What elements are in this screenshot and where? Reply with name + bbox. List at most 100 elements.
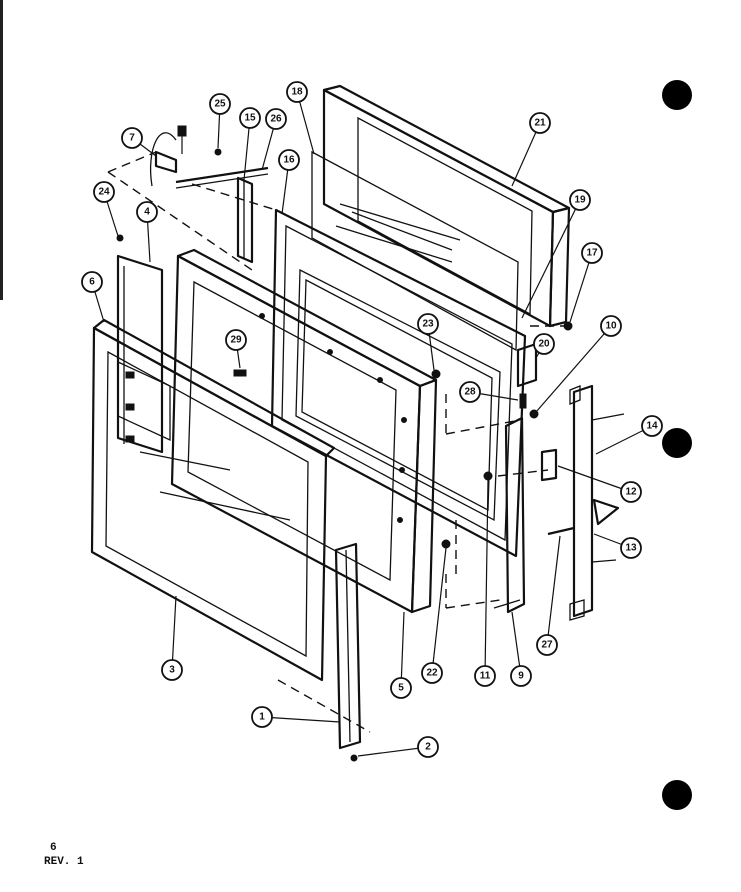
callout-circle [536,634,558,656]
callout-5: 5 [390,677,412,699]
callout-6: 6 [81,271,103,293]
callout-circle [121,127,143,149]
callout-label: 21 [534,118,546,129]
part-7-hinge-clip [150,125,187,187]
callout-7: 7 [121,127,143,149]
alignment-lines [107,151,566,733]
callout-circle [161,659,183,681]
callout-circle [581,242,603,264]
callout-3: 3 [161,659,183,681]
part-5-inner-frame [170,248,438,614]
callout-circle [620,537,642,559]
callout-9: 9 [510,665,532,687]
part-19-screen-frame [270,208,527,558]
binder-hole-middle [662,428,692,458]
callout-label: 13 [625,543,637,554]
callout-circle [239,107,261,129]
callout-14: 14 [641,415,663,437]
binder-hole-top [662,80,692,110]
callout-circle [209,93,231,115]
callout-18: 18 [286,81,308,103]
callout-circle [620,481,642,503]
callout-16: 16 [278,149,300,171]
callout-22: 22 [421,662,443,684]
callout-label: 18 [291,87,303,98]
callout-26: 26 [265,108,287,130]
callout-20: 20 [533,333,555,355]
callout-23: 23 [417,313,439,335]
callout-circle [81,271,103,293]
callout-28: 28 [459,381,481,403]
callout-circle [251,706,273,728]
callout-label: 17 [586,248,598,259]
part-3-front-frame [90,318,336,682]
callout-19: 19 [569,189,591,211]
leader-lines [91,91,653,757]
part-18-glass [311,150,519,352]
part-9-latch-bar [493,416,526,614]
callout-10: 10 [600,315,622,337]
part-14-latch-housing [569,384,625,621]
callout-label: 29 [230,335,242,346]
part-27-pin [547,526,575,536]
callout-circle [265,108,287,130]
callout-label: 28 [464,387,476,398]
callout-circle [459,381,481,403]
callout-label: 3 [169,665,175,676]
callout-circle [529,112,551,134]
callout-label: 11 [480,671,491,682]
callout-label: 7 [129,133,135,144]
part-15-bracket [236,176,254,264]
callout-label: 27 [541,640,553,651]
callout-label: 1 [259,712,265,723]
callout-label: 24 [98,187,110,198]
callout-label: 23 [422,319,434,330]
callout-circle [510,665,532,687]
callout-label: 4 [144,207,150,218]
callout-circle [286,81,308,103]
callout-label: 26 [270,114,282,125]
callout-label: 9 [518,671,524,682]
callout-label: 15 [244,113,256,124]
callout-label: 10 [605,321,617,332]
callout-label: 16 [283,155,295,166]
callout-circle [600,315,622,337]
callout-circle [533,333,555,355]
callout-label: 19 [574,195,586,206]
callout-13: 13 [620,537,642,559]
callout-circle [278,149,300,171]
callout-label: 12 [625,487,637,498]
callout-circle [390,677,412,699]
callout-label: 14 [646,421,658,432]
callout-2: 2 [417,736,439,758]
callout-15: 15 [239,107,261,129]
page-number: 6 [50,842,57,854]
callout-17: 17 [581,242,603,264]
callout-label: 2 [425,742,431,753]
fasteners [116,148,573,762]
callout-4: 4 [136,201,158,223]
callout-circle [93,181,115,203]
callout-1: 1 [251,706,273,728]
scan-edge-mark [0,0,3,300]
callout-label: 25 [214,99,226,110]
part-1-handle [334,542,362,750]
callout-label: 6 [89,277,95,288]
callout-circle [641,415,663,437]
callout-29: 29 [225,329,247,351]
revision-label: REV. 1 [44,856,84,868]
part-12-latch-clip [540,448,558,482]
callout-27: 27 [536,634,558,656]
callout-21: 21 [529,112,551,134]
callout-circle [569,189,591,211]
callout-circle [417,736,439,758]
callout-label: 5 [398,683,404,694]
callout-circle [136,201,158,223]
callout-circle [421,662,443,684]
callout-label: 22 [426,668,438,679]
callout-circle [474,665,496,687]
callout-circle [417,313,439,335]
binder-hole-bottom [662,780,692,810]
callout-circle [225,329,247,351]
